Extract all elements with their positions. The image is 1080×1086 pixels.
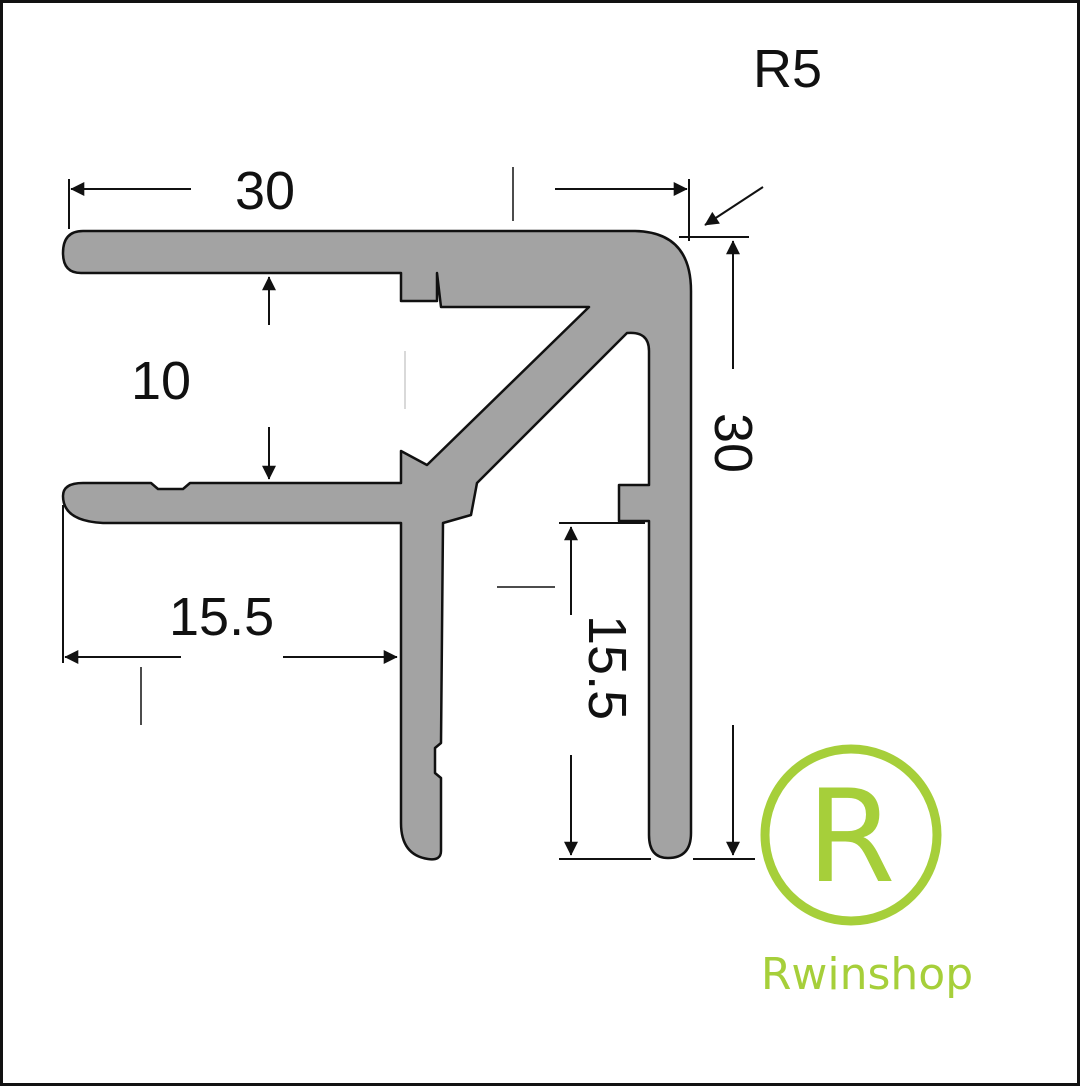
logo-brand-name: Rwinshop: [761, 949, 973, 1000]
profile-drawing-svg: R5 30 30 10 15.5 15.5 R Rwinshop: [61, 39, 973, 1000]
inner-gap-label: 10: [131, 351, 191, 411]
radius-arrow: [704, 186, 764, 226]
logo-letter: R: [807, 763, 896, 912]
corner-radius-label: R5: [753, 39, 822, 99]
bottom-width-label: 15.5: [169, 587, 274, 647]
logo-circle: [760, 744, 942, 926]
top-width-label: 30: [235, 161, 295, 221]
right-height-label: 30: [703, 413, 763, 473]
leg-height-label: 15.5: [577, 615, 637, 720]
rwinshop-logo: R Rwinshop: [760, 744, 973, 1000]
aluminium-profile-section: [61, 229, 693, 861]
